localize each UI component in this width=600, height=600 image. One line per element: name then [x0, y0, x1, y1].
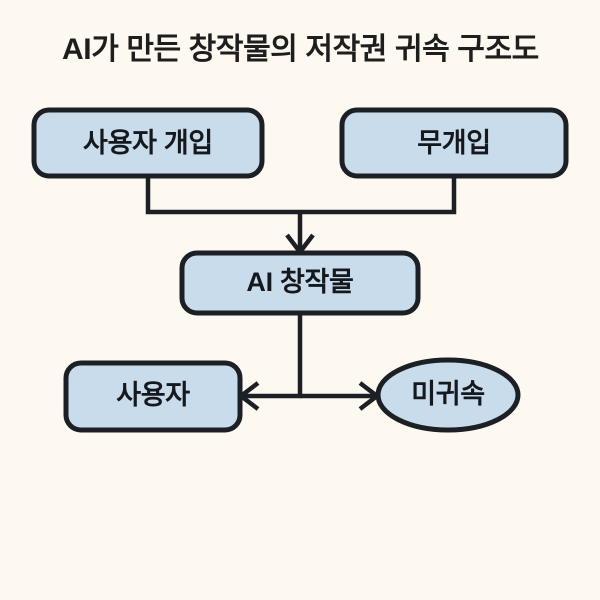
page-title: AI가 만든 창작물의 저작권 귀속 구조도 [62, 33, 539, 66]
node-no-intervention-label: 무개입 [417, 128, 491, 158]
edge-no-intervention-to-ai [300, 176, 457, 215]
edge-user-intervention-to-ai [145, 176, 300, 215]
node-user-intervention[interactable]: 사용자 개입 [31, 107, 265, 179]
node-ai-creation-shape [179, 250, 421, 316]
node-unattributed[interactable]: 미귀속 [375, 357, 521, 433]
node-no-intervention-shape [339, 107, 569, 179]
node-no-intervention[interactable]: 무개입 [339, 107, 569, 179]
edge-merge-to-ai-creation [285, 212, 315, 256]
node-user-intervention-shape [31, 107, 265, 179]
node-user-shape [63, 360, 243, 433]
node-ai-creation-label: AI 창작물 [246, 267, 353, 297]
edge-ai-to-unattributed [300, 381, 381, 411]
node-unattributed-shape [375, 357, 521, 433]
node-user-intervention-label: 사용자 개입 [83, 128, 213, 158]
node-user-label: 사용자 [116, 380, 190, 410]
edge-ai-to-user [237, 313, 303, 411]
node-user[interactable]: 사용자 [63, 360, 243, 433]
node-ai-creation[interactable]: AI 창작물 [179, 250, 421, 316]
node-unattributed-label: 미귀속 [411, 379, 485, 409]
